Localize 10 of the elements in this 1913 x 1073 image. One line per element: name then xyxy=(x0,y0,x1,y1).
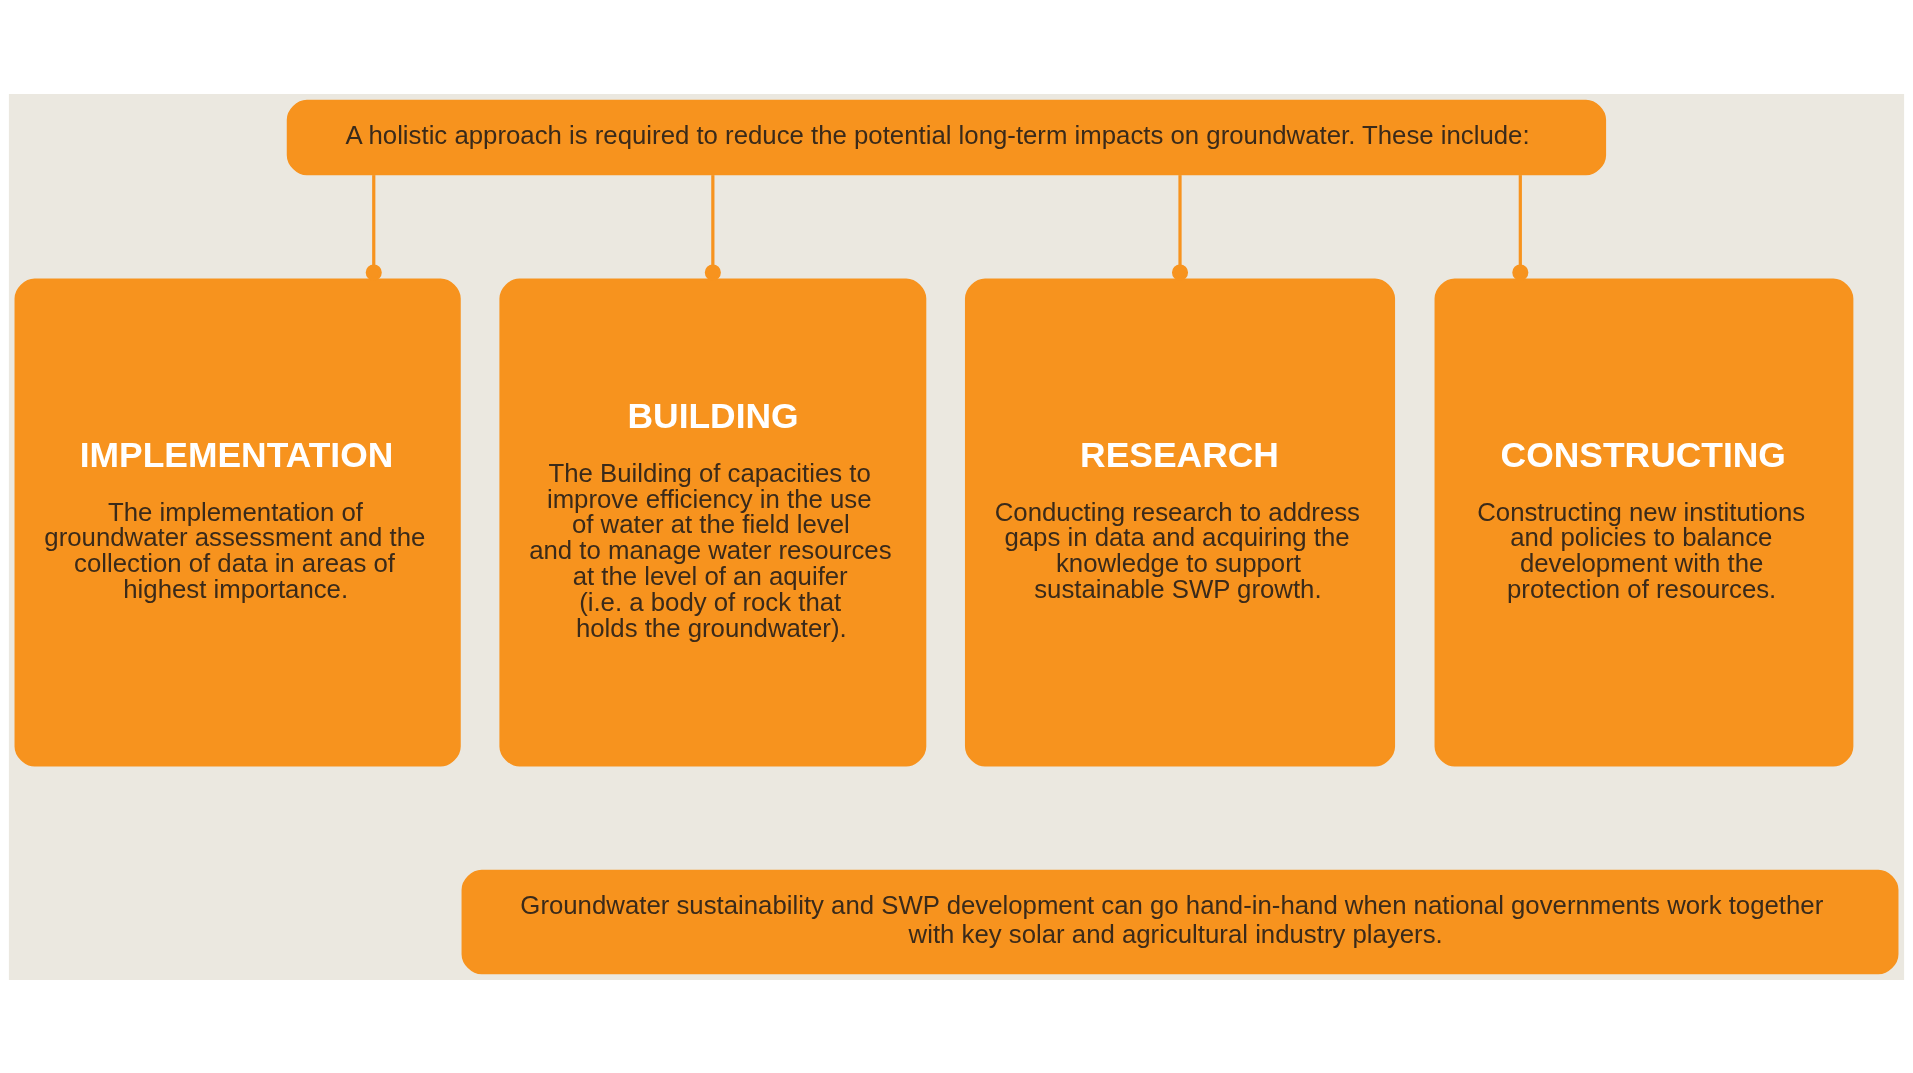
node-box: A holistic approach is required to reduce the potential long-term impacts on groundwater. These include: xyxy=(286,99,1607,175)
connector xyxy=(365,174,382,281)
connector xyxy=(704,174,721,281)
node-box: RESEARCH Conducting research to address gaps in data and acquiring the knowledge to support sustainable SWP growth. xyxy=(964,277,1396,767)
node-box: CONSTRUCTING Constructing new institutions and policies to balance development with the protection of resources. xyxy=(1434,277,1854,767)
node-box: IMPLEMENTATION The implementation of groundwater assessment and the collection of data in areas of highest importance. xyxy=(14,277,461,767)
connector xyxy=(1512,174,1529,281)
node-box: BUILDING The Building of capacities to improve efficiency in the use of water at the field level and to manage water resources at the level of an aquifer (i.e. a body of rock that holds the groundwater). xyxy=(499,277,927,767)
node-box: Groundwater sustainability and SWP development can go hand-in-hand when national governments work together with key solar and agricultural industry players. xyxy=(461,869,1899,974)
connector xyxy=(1171,174,1189,281)
